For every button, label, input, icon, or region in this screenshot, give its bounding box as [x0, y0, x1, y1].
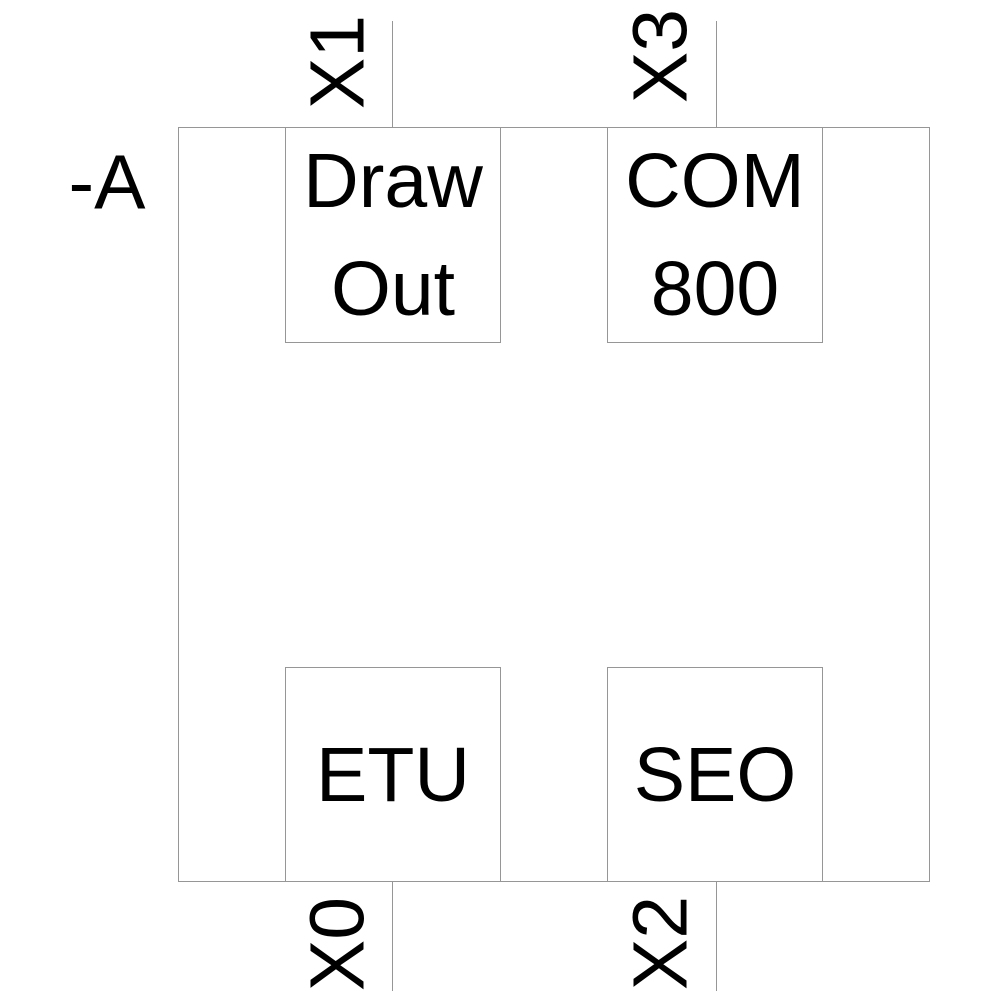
- block-seo: SEO: [607, 667, 823, 882]
- terminal-pin-x0-line: [391, 882, 393, 991]
- block-draw-out: Draw Out: [285, 127, 501, 343]
- terminal-label-x2: X2: [617, 895, 704, 991]
- terminal-label-x3: X3: [617, 8, 704, 104]
- block-draw-out-label-line1: Draw: [303, 138, 483, 224]
- block-com-800-label-line2: 800: [650, 246, 780, 332]
- terminal-pin-x2-line: [715, 882, 717, 991]
- block-draw-out-label-line2: Out: [330, 246, 456, 332]
- reference-designator-label: -A: [68, 139, 146, 226]
- terminal-label-x0: X0: [294, 896, 381, 992]
- block-com-800-label-line1: COM: [625, 138, 805, 224]
- block-etu-label: ETU: [316, 731, 470, 818]
- terminal-pin-x3-line: [715, 21, 717, 127]
- block-com-800: COM 800: [607, 127, 823, 343]
- block-etu: ETU: [285, 667, 501, 882]
- block-seo-label: SEO: [633, 731, 797, 818]
- terminal-pin-x1-line: [391, 21, 393, 127]
- terminal-label-x1: X1: [294, 14, 381, 110]
